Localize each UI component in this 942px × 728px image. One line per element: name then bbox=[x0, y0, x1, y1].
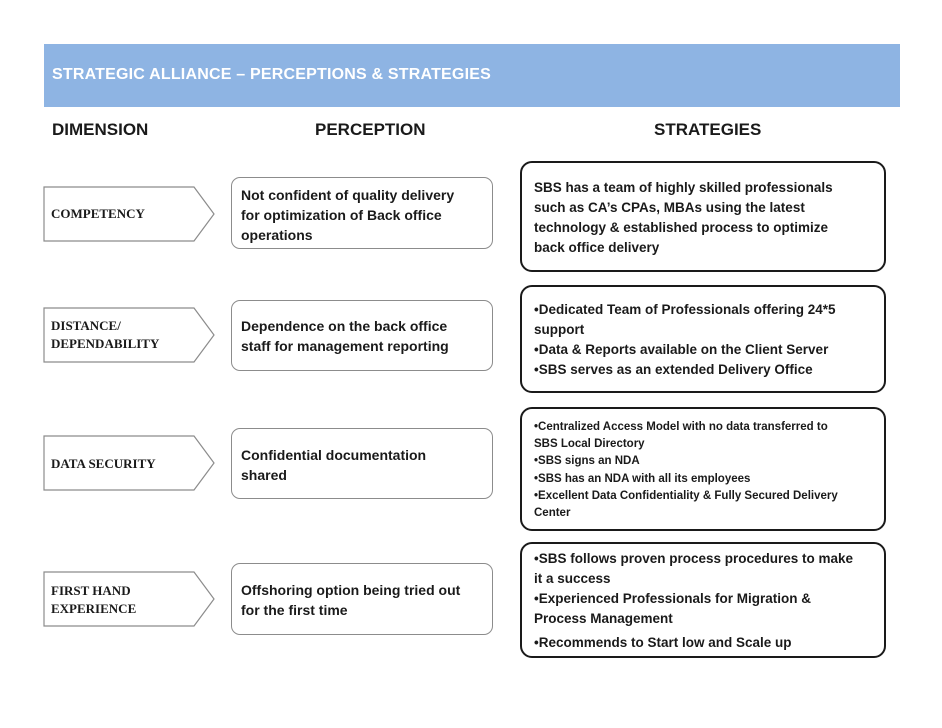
strategy-box-data-security: •Centralized Access Model with no data t… bbox=[520, 407, 886, 531]
chevron-shape-icon bbox=[43, 186, 215, 242]
perception-text: Not confident of quality delivery for op… bbox=[241, 187, 455, 243]
header-dimension: DIMENSION bbox=[52, 120, 149, 139]
strategy-text: •Dedicated Team of Professionals offerin… bbox=[534, 302, 836, 377]
strategy-text: •Centralized Access Model with no data t… bbox=[534, 421, 838, 520]
strategy-box-competency: SBS has a team of highly skilled profess… bbox=[520, 161, 886, 272]
perception-box-distance-dependability: Dependence on the back office staff for … bbox=[231, 300, 493, 371]
strategy-box-distance-dependability: •Dedicated Team of Professionals offerin… bbox=[520, 285, 886, 393]
perception-box-data-security: Confidential documentation shared bbox=[231, 428, 493, 499]
header-strategies: STRATEGIES bbox=[654, 120, 762, 139]
strategy-box-first-hand-experience: •SBS follows proven process procedures t… bbox=[520, 542, 886, 658]
dimension-arrow-data-security: DATA SECURITY bbox=[43, 435, 215, 491]
perception-text: Confidential documentation shared bbox=[241, 447, 427, 483]
perception-text: Dependence on the back office staff for … bbox=[241, 318, 449, 354]
dimension-label: DATA SECURITY bbox=[51, 456, 156, 471]
dimension-arrow-first-hand-experience: FIRST HAND EXPERIENCE bbox=[43, 571, 215, 627]
perception-box-first-hand-experience: Offshoring option being tried out for th… bbox=[231, 563, 493, 635]
chevron-shape-icon bbox=[43, 307, 215, 363]
perception-text: Offshoring option being tried out for th… bbox=[241, 582, 461, 618]
page-title: STRATEGIC ALLIANCE – PERCEPTIONS & STRAT… bbox=[52, 66, 491, 83]
dimension-label: COMPETENCY bbox=[51, 206, 145, 221]
dimension-arrow-competency: COMPETENCY bbox=[43, 186, 215, 242]
header-perception: PERCEPTION bbox=[315, 120, 426, 139]
chevron-shape-icon bbox=[43, 435, 215, 491]
perception-box-competency: Not confident of quality delivery for op… bbox=[231, 177, 493, 249]
chevron-shape-icon bbox=[43, 571, 215, 627]
dimension-label: DISTANCE/ DEPENDABILITY bbox=[51, 318, 160, 351]
dimension-label: FIRST HAND EXPERIENCE bbox=[51, 583, 137, 616]
strategy-text: •SBS follows proven process procedures t… bbox=[534, 549, 876, 653]
dimension-arrow-distance-dependability: DISTANCE/ DEPENDABILITY bbox=[43, 307, 215, 363]
title-bar: STRATEGIC ALLIANCE – PERCEPTIONS & STRAT… bbox=[44, 44, 900, 107]
strategy-text: SBS has a team of highly skilled profess… bbox=[534, 180, 833, 255]
